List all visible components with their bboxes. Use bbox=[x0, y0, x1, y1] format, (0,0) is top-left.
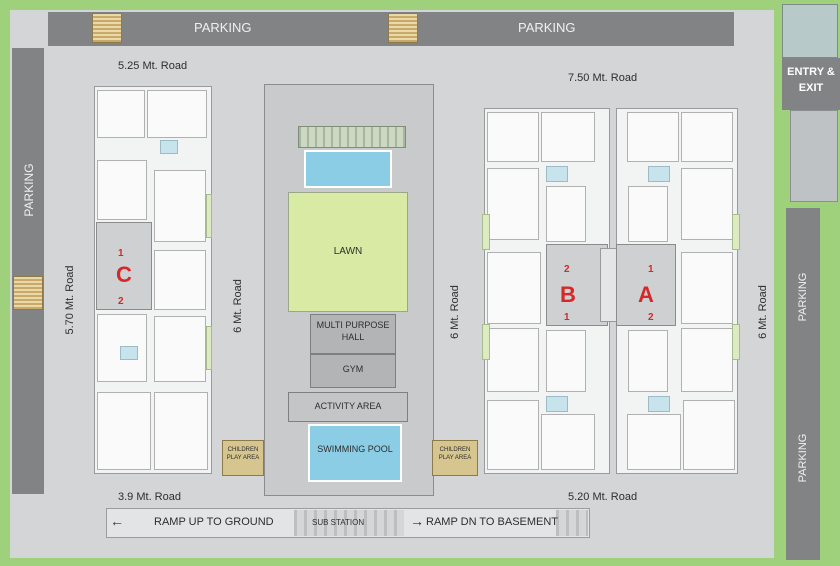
water-feature bbox=[304, 150, 392, 188]
b-wet-1 bbox=[546, 166, 568, 182]
b-wet-2 bbox=[546, 396, 568, 412]
activity-area bbox=[288, 392, 408, 422]
c-unit-mid-lower-right bbox=[154, 250, 206, 310]
wing-c-label: C bbox=[116, 262, 132, 287]
a-balcony-2 bbox=[732, 324, 740, 360]
ramp-arrow-left: ← bbox=[110, 513, 124, 529]
road-label-520: 5.20 Mt. Road bbox=[568, 491, 638, 503]
multi-purpose-hall-label: MULTI PURPOSE HALL bbox=[316, 320, 390, 342]
parking-label-left: PARKING bbox=[22, 163, 36, 217]
b-unit-lower-right bbox=[546, 330, 586, 392]
activity-area-label: ACTIVITY AREA bbox=[314, 401, 382, 411]
a-unit-mid-right bbox=[681, 252, 733, 324]
parking-label-right-1: PARKING bbox=[797, 272, 809, 322]
pergola bbox=[298, 126, 406, 148]
b-unit-top-left bbox=[487, 112, 539, 162]
c-unit-bottom-right bbox=[154, 392, 208, 470]
b-balcony-1 bbox=[482, 214, 490, 250]
road-label-6-left: 6 Mt. Road bbox=[232, 279, 244, 333]
entry-exit-label: ENTRY & EXIT bbox=[787, 66, 835, 94]
wing-b-stair-2: 2 bbox=[564, 264, 570, 275]
b-unit-bottom-right bbox=[541, 414, 595, 470]
ramp-arrow-right: → bbox=[410, 513, 424, 529]
parking-strip-right bbox=[786, 208, 820, 560]
parking-label-right-2: PARKING bbox=[797, 433, 809, 483]
sub-station-grille bbox=[294, 510, 404, 536]
entry-ramp bbox=[790, 110, 838, 202]
wing-a-stair-1: 1 bbox=[648, 264, 654, 275]
b-unit-bottom-left bbox=[487, 400, 539, 470]
c-core bbox=[96, 222, 152, 310]
a-unit-upper-right bbox=[681, 168, 733, 240]
wing-b-label: B bbox=[560, 282, 576, 307]
children-play-area-right bbox=[432, 440, 478, 476]
b-unit-mid-left bbox=[487, 252, 541, 324]
a-unit-top-left bbox=[627, 112, 679, 162]
a-unit-bottom-left bbox=[627, 414, 681, 470]
wing-c-stair-1: 1 bbox=[118, 248, 124, 259]
a-unit-lower-left bbox=[628, 330, 668, 392]
b-unit-top-right bbox=[541, 112, 595, 162]
road-label-570: 5.70 Mt. Road bbox=[64, 265, 76, 335]
c-wet-2 bbox=[120, 346, 138, 360]
parking-label-top-left: PARKING bbox=[194, 20, 252, 35]
b-core bbox=[546, 244, 608, 326]
entry-exit-road bbox=[782, 58, 840, 110]
wing-c-stair-2: 2 bbox=[118, 296, 124, 307]
swimming-pool-label: SWIMMING POOL bbox=[317, 444, 393, 454]
gym-label: GYM bbox=[342, 364, 364, 374]
ramp-up-label: RAMP UP TO GROUND bbox=[154, 516, 274, 528]
lawn-label: LAWN bbox=[333, 246, 363, 257]
c-unit-bottom-left bbox=[97, 392, 151, 470]
swimming-pool bbox=[308, 424, 402, 482]
gym bbox=[310, 354, 396, 388]
b-balcony-2 bbox=[482, 324, 490, 360]
b-unit-upper-right bbox=[546, 186, 586, 242]
c-unit-lower-right bbox=[154, 316, 206, 382]
sub-station-label: SUB STATION bbox=[312, 518, 365, 527]
c-balcony-2 bbox=[206, 326, 212, 370]
b-unit-upper-left bbox=[487, 168, 539, 240]
c-unit-top-right bbox=[147, 90, 207, 138]
road-label-525: 5.25 Mt. Road bbox=[118, 60, 188, 72]
a-core bbox=[616, 244, 676, 326]
grate-top-right bbox=[388, 13, 418, 43]
children-play-area-left bbox=[222, 440, 264, 476]
wing-a-stair-2: 2 bbox=[648, 312, 654, 323]
a-unit-upper-left bbox=[628, 186, 668, 242]
c-wet-1 bbox=[160, 140, 178, 154]
multi-purpose-hall bbox=[310, 314, 396, 354]
c-unit-mid-upper-right bbox=[154, 170, 206, 242]
road-label-6-right: 6 Mt. Road bbox=[757, 285, 769, 339]
road-label-39: 3.9 Mt. Road bbox=[118, 491, 181, 503]
road-label-6-center: 6 Mt. Road bbox=[449, 285, 461, 339]
parking-strip-left bbox=[12, 48, 44, 494]
grate-left bbox=[13, 276, 43, 310]
parking-label-top-right: PARKING bbox=[518, 20, 576, 35]
gate-structure bbox=[782, 4, 838, 58]
wing-b-stair-1: 1 bbox=[564, 312, 570, 323]
children-play-label-left: CHILDREN PLAY AREA bbox=[226, 447, 260, 461]
c-unit-mid-upper-left bbox=[97, 160, 147, 220]
a-wet-1 bbox=[648, 166, 670, 182]
a-unit-top-right bbox=[681, 112, 733, 162]
a-balcony-1 bbox=[732, 214, 740, 250]
a-wet-2 bbox=[648, 396, 670, 412]
wing-a-label: A bbox=[638, 282, 654, 307]
a-unit-lower-right bbox=[681, 328, 733, 392]
road-label-750: 7.50 Mt. Road bbox=[568, 72, 638, 84]
a-unit-bottom-right bbox=[683, 400, 735, 470]
children-play-label-right: CHILDREN PLAY AREA bbox=[438, 447, 472, 461]
ramp-dn-label: RAMP DN TO BASEMENT bbox=[426, 516, 559, 528]
lawn-area bbox=[288, 192, 408, 312]
c-unit-top-left bbox=[97, 90, 145, 138]
ramp-grille-right bbox=[556, 510, 588, 536]
c-balcony-1 bbox=[206, 194, 212, 238]
b-unit-lower-left bbox=[487, 328, 539, 392]
grate-top-left bbox=[92, 13, 122, 43]
